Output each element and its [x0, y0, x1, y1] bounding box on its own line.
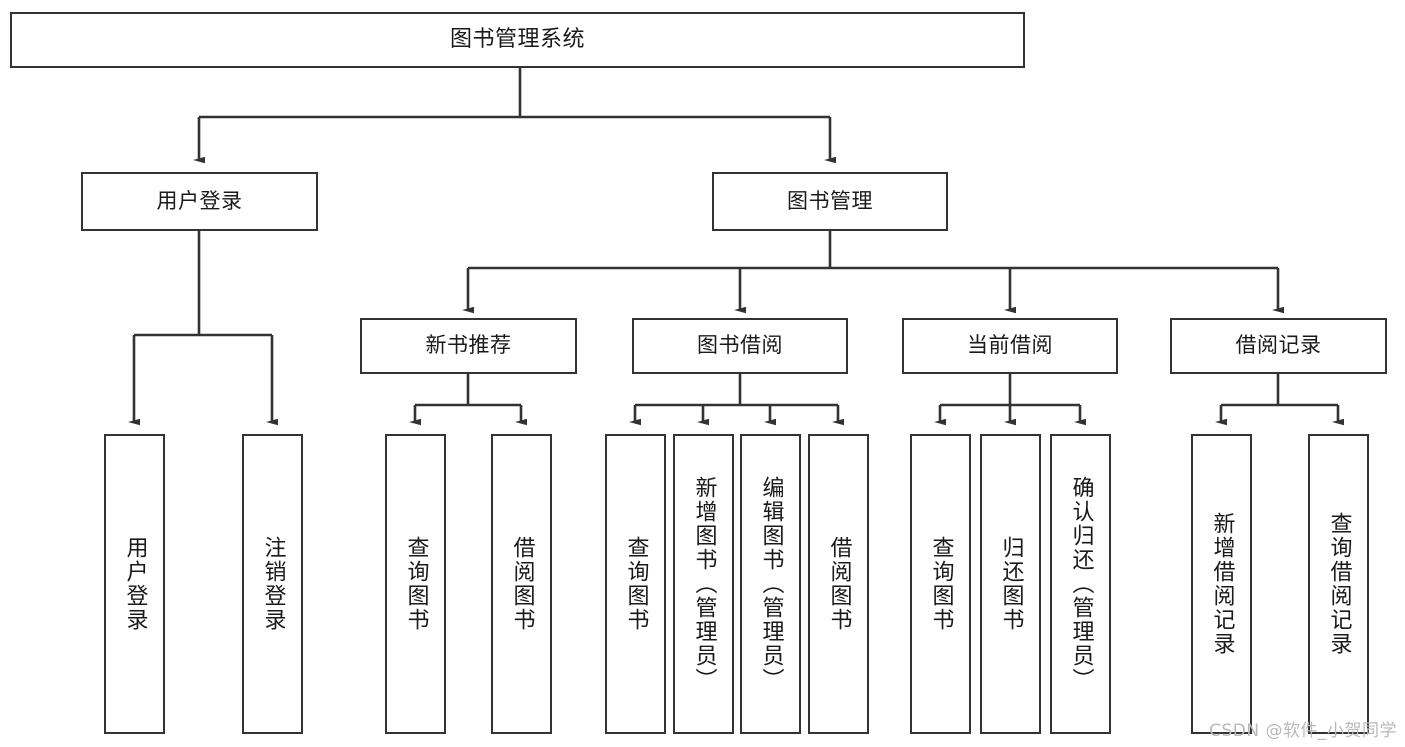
- node-book-borrowing[interactable]: 图书借阅: [632, 318, 848, 374]
- leaf-current-confirm-return-admin[interactable]: 确认归还（管理员）: [1050, 434, 1111, 734]
- leaf-borrow-add-book-admin[interactable]: 新增图书（管理员）: [673, 434, 734, 734]
- node-label: 借阅图书: [826, 536, 852, 632]
- node-label: 用户登录: [156, 188, 243, 213]
- node-user-login[interactable]: 用户登录: [81, 172, 318, 231]
- node-label: 新增图书（管理员）: [691, 476, 717, 692]
- node-label: 图书管理系统: [449, 26, 585, 52]
- node-label: 查询借阅记录: [1326, 512, 1352, 656]
- node-label: 确认归还（管理员）: [1068, 476, 1094, 692]
- leaf-new-book-borrow[interactable]: 借阅图书: [491, 434, 552, 734]
- node-label: 查询图书: [623, 536, 649, 632]
- leaf-borrow-edit-book-admin[interactable]: 编辑图书（管理员）: [740, 434, 801, 734]
- node-new-book-recommendation[interactable]: 新书推荐: [360, 318, 577, 374]
- node-current-borrowing[interactable]: 当前借阅: [902, 318, 1118, 374]
- node-label: 新书推荐: [425, 333, 512, 358]
- leaf-user-login-signin[interactable]: 用户登录: [104, 434, 165, 734]
- leaf-borrow-borrow-book[interactable]: 借阅图书: [808, 434, 869, 734]
- node-book-management[interactable]: 图书管理: [712, 172, 948, 231]
- node-label: 新增借阅记录: [1209, 512, 1235, 656]
- leaf-borrow-query-book[interactable]: 查询图书: [605, 434, 666, 734]
- node-label: 当前借阅: [967, 333, 1053, 358]
- node-borrowing-record[interactable]: 借阅记录: [1170, 318, 1387, 374]
- leaf-user-login-signout[interactable]: 注销登录: [242, 434, 303, 734]
- csdn-watermark: CSDN @软件_小贺同学: [1209, 721, 1397, 741]
- node-label: 借阅图书: [509, 536, 535, 632]
- node-label: 图书管理: [787, 188, 873, 213]
- node-label: 编辑图书（管理员）: [758, 476, 784, 692]
- node-label: 查询图书: [403, 536, 429, 632]
- leaf-current-return-book[interactable]: 归还图书: [980, 434, 1041, 734]
- leaf-record-add-record[interactable]: 新增借阅记录: [1191, 434, 1252, 734]
- leaf-new-book-query[interactable]: 查询图书: [385, 434, 446, 734]
- node-label: 图书借阅: [697, 333, 783, 358]
- leaf-current-query-book[interactable]: 查询图书: [910, 434, 971, 734]
- node-root-book-management-system[interactable]: 图书管理系统: [10, 12, 1025, 68]
- node-label: 注销登录: [260, 536, 286, 632]
- leaf-record-query-record[interactable]: 查询借阅记录: [1308, 434, 1369, 734]
- node-label: 查询图书: [928, 536, 954, 632]
- node-label: 用户登录: [122, 536, 148, 632]
- node-label: 归还图书: [998, 536, 1024, 632]
- node-label: 借阅记录: [1235, 333, 1322, 358]
